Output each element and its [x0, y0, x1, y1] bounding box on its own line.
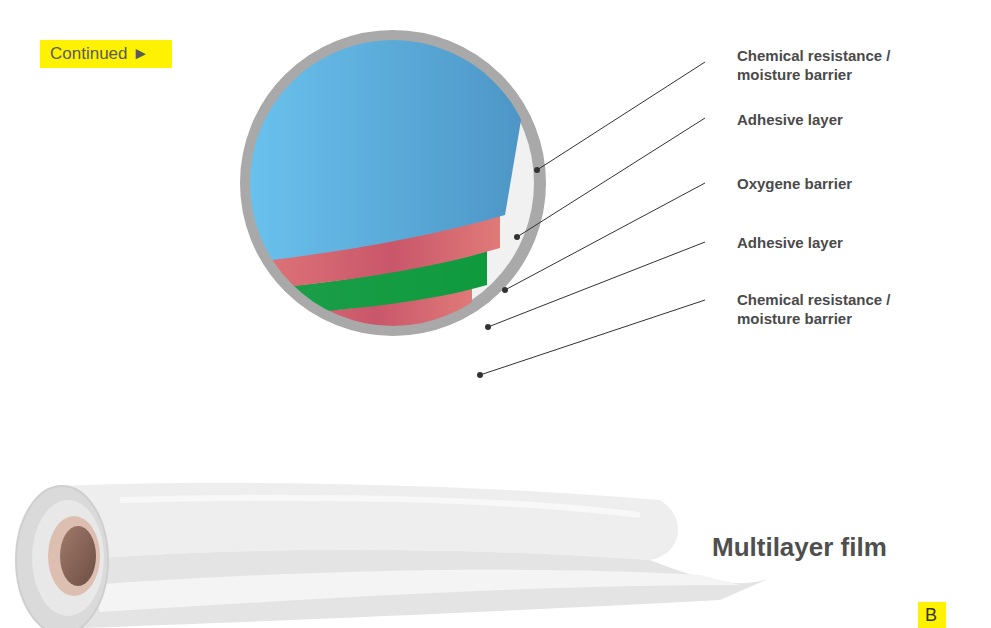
film-sheet-fold [90, 570, 740, 612]
leader-dot [477, 372, 483, 378]
leader-line [505, 183, 705, 290]
film-highlight [120, 498, 640, 515]
roll-core-ring [48, 516, 100, 596]
roll-body [60, 483, 678, 560]
leader-dot [514, 234, 520, 240]
leader-line [537, 62, 705, 170]
leader-line [517, 118, 705, 237]
layer-label: Chemical resistance / moisture barrier [737, 290, 937, 328]
layer-stack [230, 8, 540, 376]
roll-end [16, 486, 108, 628]
leader-line [480, 300, 705, 375]
film-roll [16, 483, 770, 628]
roll-core [60, 526, 96, 586]
leader-lines [480, 62, 705, 375]
magnifier [230, 8, 540, 376]
node-text: B [925, 605, 937, 626]
leader-dot [534, 167, 540, 173]
bottom-barrier-layer [230, 322, 450, 376]
layer-label: Oxygene barrier [737, 174, 937, 193]
page-letter: B [918, 602, 946, 628]
leader-line [488, 242, 705, 327]
layer-label: Adhesive layer [737, 110, 937, 129]
roll-end-face [32, 500, 104, 616]
continued-tag: Continued ► [40, 40, 172, 68]
diagram-title: Multilayer film [712, 532, 887, 563]
layer-label: Adhesive layer [737, 233, 937, 252]
leader-dots [477, 167, 540, 378]
top-barrier-layer [230, 8, 540, 265]
film-sheet [55, 550, 770, 628]
layer-label: Chemical resistance / moisture barrier [737, 46, 937, 84]
leader-dot [485, 324, 491, 330]
leader-dot [502, 287, 508, 293]
node-text: Continued ► [50, 44, 149, 64]
